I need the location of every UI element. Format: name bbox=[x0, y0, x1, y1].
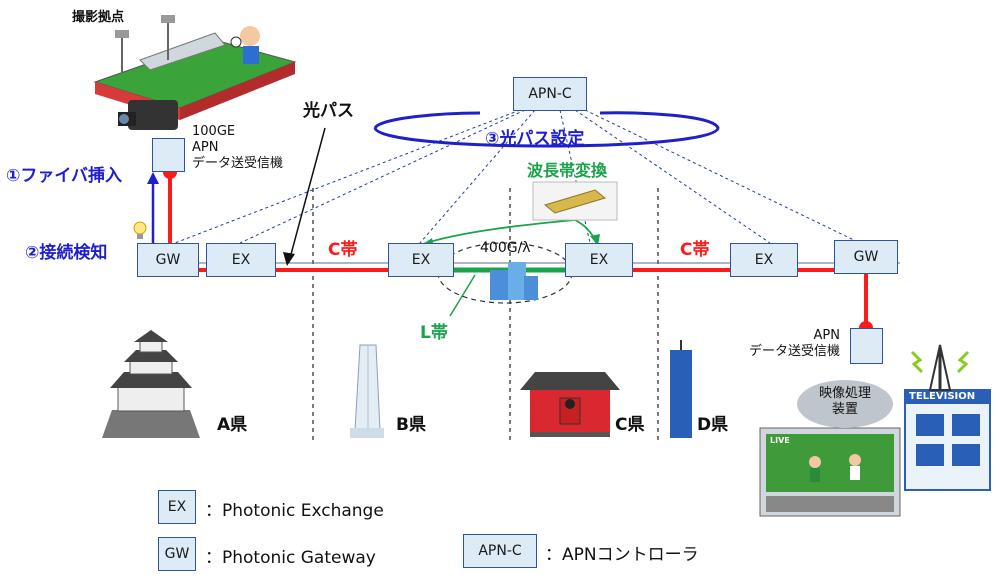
skyscraper-icon bbox=[670, 340, 692, 438]
legend-apnc-desc: ：APNコントローラ bbox=[545, 545, 699, 565]
apn-right-caption: APN データ送受信機 bbox=[748, 328, 840, 359]
live-badge: LIVE bbox=[770, 436, 790, 445]
gw-left-node[interactable]: GW bbox=[137, 243, 199, 277]
path-setting-arc bbox=[373, 111, 720, 148]
video-processing-device bbox=[797, 380, 893, 428]
broadcast-monitor-image bbox=[759, 427, 901, 517]
legend-gw-desc: ：Photonic Gateway bbox=[205, 548, 376, 568]
region-separators bbox=[312, 188, 659, 440]
apn-transceiver-left[interactable] bbox=[152, 138, 185, 172]
optical-path-right bbox=[595, 268, 868, 328]
c-band-left-label: C帯 bbox=[328, 240, 358, 260]
prefecture-c: C県 bbox=[615, 415, 645, 435]
camera-illustration bbox=[118, 100, 178, 130]
fiber-insert-label: ①ファイバ挿入 bbox=[6, 166, 123, 186]
apn-left-caption: 100GE APN データ送受信機 bbox=[192, 124, 284, 171]
wavelength-converter-image bbox=[532, 181, 618, 221]
l-band-pointer bbox=[449, 274, 476, 317]
ex-node-3[interactable]: EX bbox=[565, 243, 633, 277]
apn-transceiver-right[interactable] bbox=[850, 328, 883, 364]
legend-gw-box: GW bbox=[158, 537, 196, 571]
prefecture-d: D県 bbox=[697, 415, 729, 435]
control-links bbox=[174, 109, 861, 244]
capacity-label: 400G/λ bbox=[480, 240, 531, 256]
castle-icon bbox=[102, 330, 200, 438]
ex-node-4[interactable]: EX bbox=[730, 243, 798, 277]
video-processing-label: 映像処理 装置 bbox=[818, 386, 871, 417]
conv-arrow-left bbox=[422, 219, 576, 245]
legend-ex-desc: ：Photonic Exchange bbox=[205, 501, 384, 521]
prefecture-a: A県 bbox=[217, 415, 248, 435]
optical-path-label: 光パス bbox=[303, 101, 354, 121]
ex-node-2[interactable]: EX bbox=[388, 243, 454, 277]
c-band-right-label: C帯 bbox=[680, 240, 710, 260]
apnc-node[interactable]: APN-C bbox=[513, 77, 587, 111]
path-setting-label: ③光パス設定 bbox=[485, 129, 585, 149]
gw-right-node[interactable]: GW bbox=[834, 240, 898, 274]
connection-detect-label: ②接続検知 bbox=[25, 243, 108, 263]
tower-icon bbox=[350, 344, 384, 438]
l-band-label: L帯 bbox=[420, 323, 448, 343]
prefecture-b: B県 bbox=[396, 415, 426, 435]
tv-sign: TELEVISION bbox=[909, 391, 976, 402]
shooting-site-label: 撮影拠点 bbox=[72, 10, 125, 25]
legend-ex-box: EX bbox=[158, 490, 196, 524]
tv-station-building bbox=[904, 344, 991, 491]
temple-gate-icon bbox=[520, 372, 620, 437]
optical-path-pointer bbox=[289, 127, 326, 259]
ex-node-1[interactable]: EX bbox=[206, 243, 276, 277]
stadium-illustration bbox=[93, 15, 297, 120]
datacenter-icon bbox=[490, 262, 538, 300]
legend-apnc-box: APN-C bbox=[463, 534, 537, 568]
wavelength-conv-label: 波長帯変換 bbox=[527, 161, 608, 180]
lightbulb-icon bbox=[133, 221, 147, 239]
